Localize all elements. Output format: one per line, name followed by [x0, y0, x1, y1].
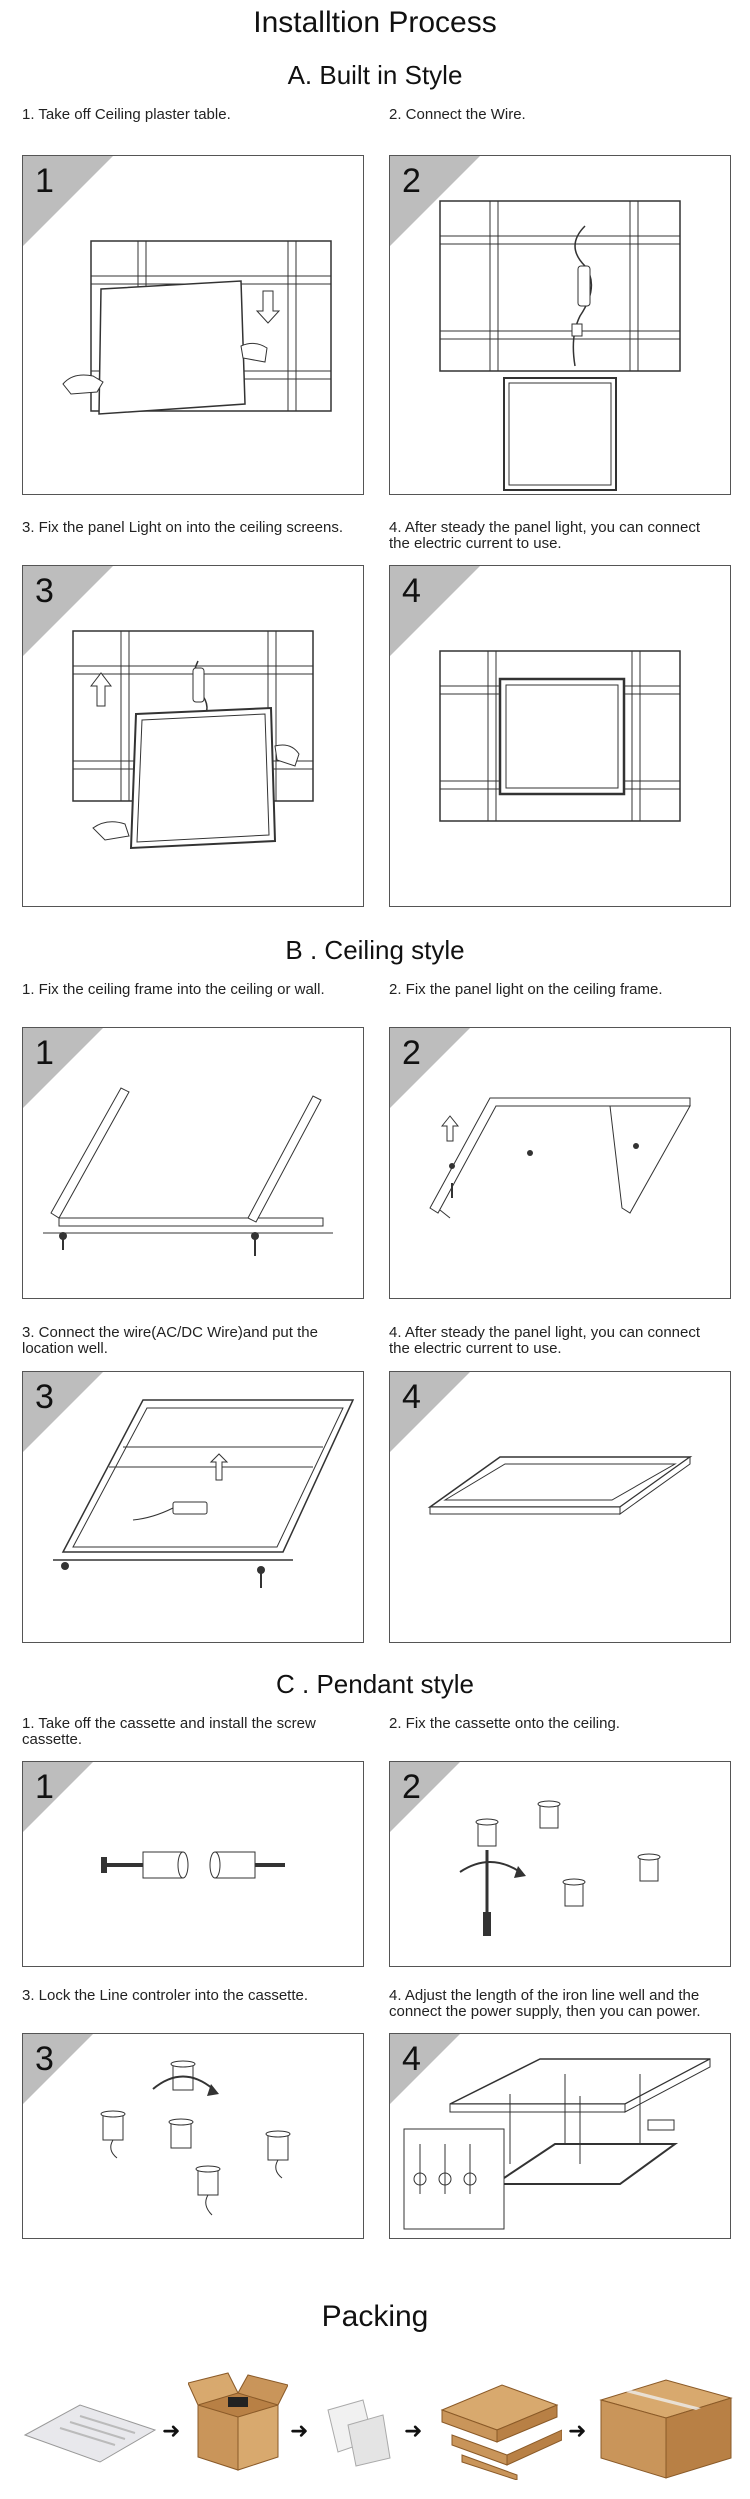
sealed-carton-icon: [596, 2370, 736, 2480]
step-panel-a1: 1: [22, 155, 364, 495]
screw-cassette-illustration: [23, 1762, 364, 1967]
foam-corners-icon: [318, 2390, 398, 2470]
panel-on-frame-illustration: [390, 1028, 731, 1299]
step-number-a1: 1: [35, 162, 54, 201]
step-panel-c3: 3: [22, 2033, 364, 2239]
stacked-boxes-icon: [432, 2380, 562, 2480]
step-panel-c2: 2: [389, 1761, 731, 1967]
step-number-b3: 3: [35, 1378, 54, 1417]
step-caption-b3: 3. Connect the wire(AC/DC Wire)and put t…: [22, 1325, 372, 1357]
step-number-a4: 4: [402, 572, 421, 611]
step-panel-b3: 3: [22, 1371, 364, 1643]
section-heading-c: C . Pendant style: [0, 1669, 750, 1700]
wire-connection-illustration: [390, 156, 731, 495]
step-number-a3: 3: [35, 572, 54, 611]
ceiling-removal-illustration: [23, 156, 364, 495]
arrow-icon: ➜: [290, 2418, 308, 2444]
step-number-b2: 2: [402, 1034, 421, 1073]
packing-heading: Packing: [0, 2300, 750, 2334]
step-panel-a2: 2: [389, 155, 731, 495]
step-panel-a3: 3: [22, 565, 364, 907]
panel-installation-illustration: [23, 566, 364, 907]
section-heading-a: A. Built in Style: [0, 60, 750, 91]
step-number-c4: 4: [402, 2040, 421, 2079]
section-heading-b: B . Ceiling style: [0, 935, 750, 966]
step-panel-a4: 4: [389, 565, 731, 907]
step-caption-c2: 2. Fix the cassette onto the ceiling.: [389, 1716, 739, 1732]
step-number-b1: 1: [35, 1034, 54, 1073]
arrow-icon: ➜: [404, 2418, 422, 2444]
carton-box-open-icon: [188, 2365, 288, 2475]
step-panel-b4: 4: [389, 1371, 731, 1643]
step-caption-a3: 3. Fix the panel Light on into the ceili…: [22, 520, 372, 536]
pendant-suspension-illustration: [390, 2034, 731, 2239]
line-controller-illustration: [23, 2034, 364, 2239]
step-number-b4: 4: [402, 1378, 421, 1417]
page-title: Installtion Process: [0, 6, 750, 40]
step-caption-a2: 2. Connect the Wire.: [389, 107, 729, 123]
wire-placement-illustration: [23, 1372, 364, 1643]
step-panel-b1: 1: [22, 1027, 364, 1299]
step-number-c2: 2: [402, 1768, 421, 1807]
finished-ceiling-panel-illustration: [390, 1372, 731, 1643]
packing-sequence: ➜ ➜ ➜ ➜: [0, 2360, 750, 2490]
step-panel-b2: 2: [389, 1027, 731, 1299]
step-panel-c1: 1: [22, 1761, 364, 1967]
step-panel-c4: 4: [389, 2033, 731, 2239]
arrow-icon: ➜: [162, 2418, 180, 2444]
arrow-icon: ➜: [568, 2418, 586, 2444]
step-caption-b2: 2. Fix the panel light on the ceiling fr…: [389, 982, 739, 998]
step-caption-b4: 4. After steady the panel light, you can…: [389, 1325, 739, 1357]
step-caption-a1: 1. Take off Ceiling plaster table.: [22, 107, 362, 123]
step-caption-a4: 4. After steady the panel light, you can…: [389, 520, 739, 552]
step-caption-c4: 4. Adjust the length of the iron line we…: [389, 1988, 744, 2020]
installed-panel-illustration: [390, 566, 731, 907]
frame-mounting-illustration: [23, 1028, 364, 1299]
step-number-c1: 1: [35, 1768, 54, 1807]
step-number-a2: 2: [402, 162, 421, 201]
step-caption-b1: 1. Fix the ceiling frame into the ceilin…: [22, 982, 372, 998]
cassette-ceiling-illustration: [390, 1762, 731, 1967]
step-caption-c3: 3. Lock the Line controler into the cass…: [22, 1988, 372, 2004]
step-number-c3: 3: [35, 2040, 54, 2079]
step-caption-c1: 1. Take off the cassette and install the…: [22, 1716, 372, 1748]
light-panels-icon: [20, 2400, 160, 2470]
